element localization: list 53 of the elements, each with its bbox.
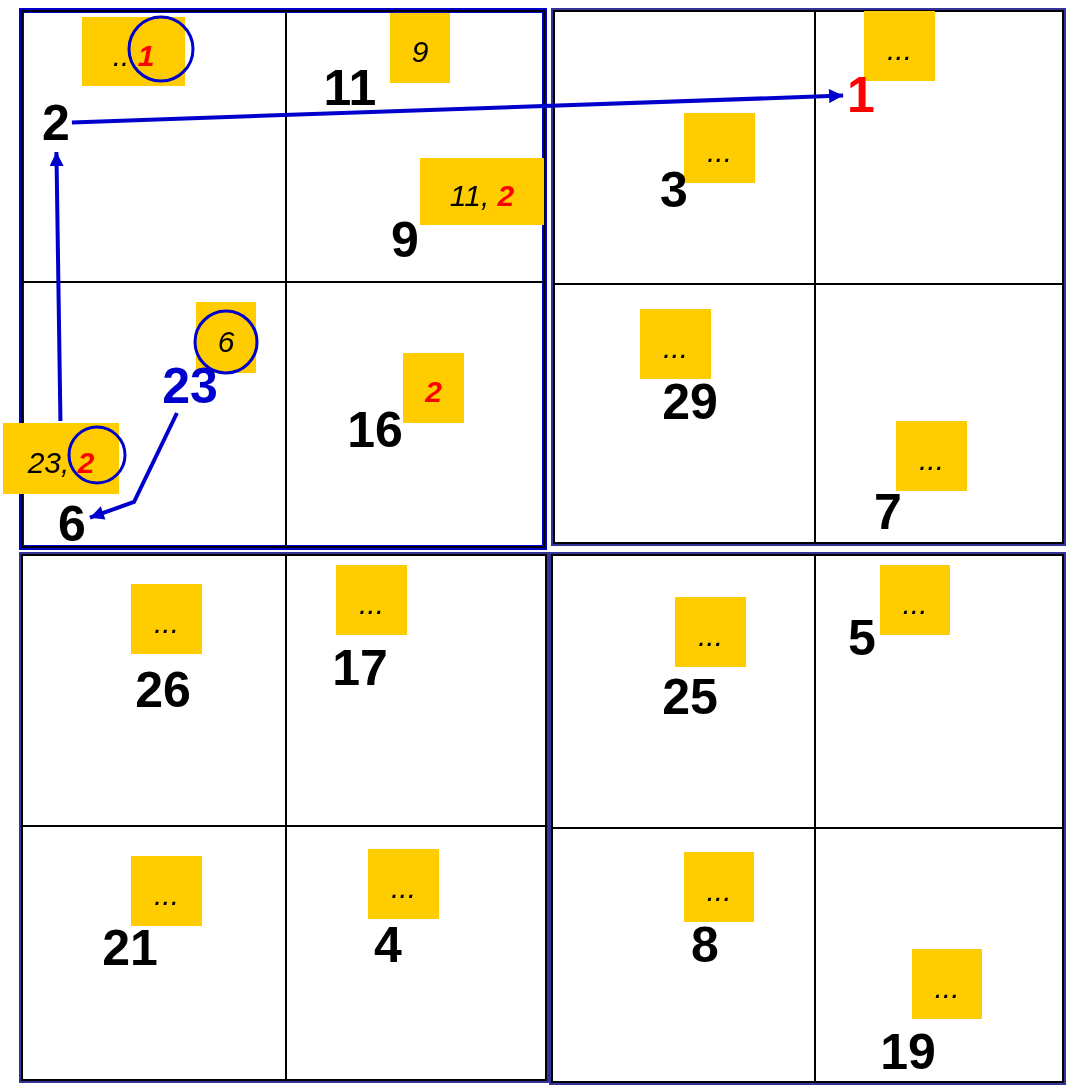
cell-number: 26	[135, 665, 191, 715]
arrow	[71, 89, 844, 125]
grid-cell	[286, 11, 544, 282]
sticky-note: ...	[684, 113, 755, 183]
sticky-note: ...	[336, 565, 407, 635]
grid-cell	[554, 11, 815, 284]
cell-number: 4	[374, 920, 402, 970]
cell-number: 5	[848, 613, 876, 663]
sticky-note: ...	[131, 584, 202, 654]
cell-number: 19	[880, 1027, 936, 1077]
grid-cell	[815, 284, 1063, 543]
cell-number: 11	[323, 63, 377, 113]
cell-number: 29	[662, 377, 718, 427]
sticky-note: 9	[390, 13, 450, 83]
grid-cell	[22, 826, 286, 1080]
cell-number: 9	[391, 215, 419, 265]
arrow	[49, 151, 64, 422]
cell-number: 8	[691, 920, 719, 970]
grid-cell	[815, 828, 1063, 1082]
sticky-note: ...	[368, 849, 439, 919]
cell-number: 6	[58, 499, 86, 549]
grid-cell	[815, 11, 1063, 284]
sticky-note: ...	[684, 852, 754, 922]
sticky-note: ...	[880, 565, 950, 635]
cell-number: 16	[347, 405, 403, 455]
grid-cell	[22, 11, 286, 282]
sticky-note: 11, 2	[420, 158, 544, 225]
group-frame	[549, 552, 1066, 1085]
grid-cell	[286, 826, 546, 1080]
cell-number: 2	[42, 98, 70, 148]
sticky-note: 23, 2	[3, 423, 119, 494]
grid-cell	[22, 555, 286, 826]
grid-cell	[815, 555, 1063, 828]
sticky-note: ...	[896, 421, 967, 491]
grid-cell	[286, 555, 546, 826]
sticky-note: 2	[403, 353, 464, 423]
grid-cell	[22, 282, 286, 547]
grid-cell	[552, 828, 815, 1082]
sticky-note: ...	[131, 856, 202, 926]
grid-cell	[552, 555, 815, 828]
group-frame	[551, 8, 1066, 546]
cell-number: 17	[332, 643, 388, 693]
sticky-note: ...	[912, 949, 982, 1019]
sticky-note: ...	[640, 309, 711, 379]
group-frame	[19, 8, 547, 550]
sticky-note: .. 1	[82, 17, 185, 86]
cell-number: 25	[662, 672, 718, 722]
grid-cell	[286, 282, 544, 547]
group-frame	[19, 552, 549, 1083]
arrow	[89, 412, 179, 520]
sticky-note: ...	[675, 597, 746, 667]
cell-number: 21	[102, 923, 158, 973]
grid-cell	[554, 284, 815, 543]
